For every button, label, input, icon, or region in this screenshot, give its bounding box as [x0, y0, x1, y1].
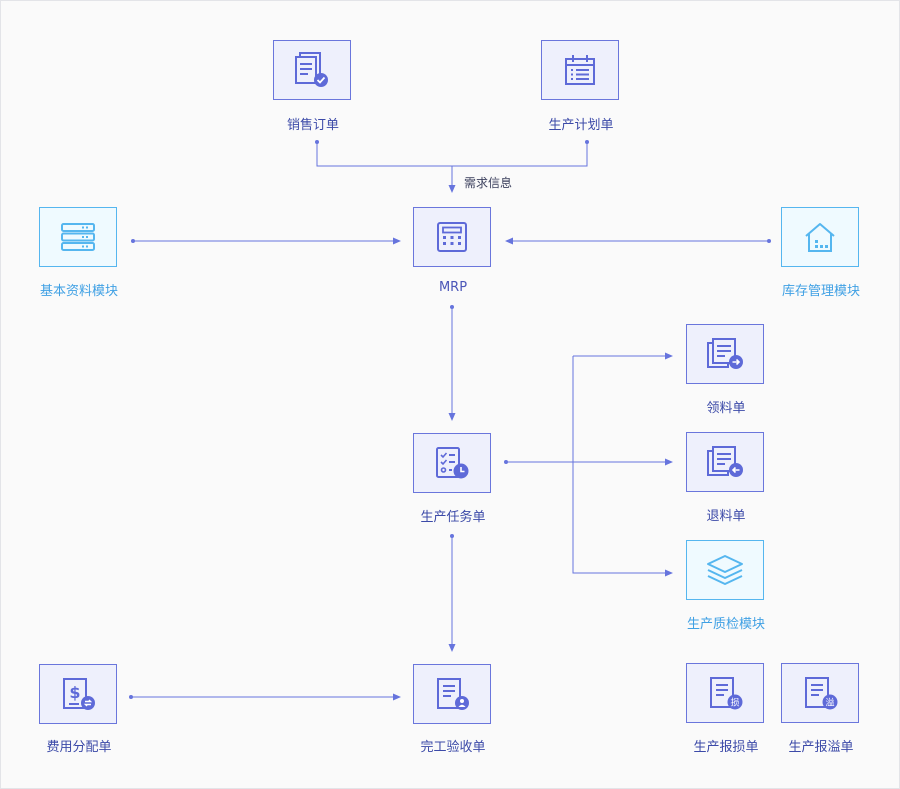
label-mrp: MRP	[438, 280, 468, 295]
label-basic-data: 基本资料模块	[39, 284, 118, 299]
label-cost-allocation: 费用分配单	[46, 740, 112, 755]
connector-start-dot	[131, 239, 135, 243]
badge-loss: 损	[730, 697, 739, 709]
label-sales-order: 销售订单	[286, 118, 339, 133]
edge-label-demand-info: 需求信息	[464, 176, 513, 190]
document-check-icon	[294, 51, 330, 89]
node-quality-inspection[interactable]	[686, 540, 764, 600]
label-material-return: 退料单	[706, 509, 746, 524]
node-material-requisition[interactable]	[686, 324, 764, 384]
label-production-plan: 生产计划单	[548, 118, 614, 133]
node-inventory[interactable]	[781, 207, 859, 267]
document-person-icon	[433, 676, 471, 712]
node-production-plan[interactable]	[541, 40, 619, 100]
calculator-icon	[435, 221, 469, 253]
node-mrp[interactable]	[413, 207, 491, 267]
node-material-return[interactable]	[686, 432, 764, 492]
connector-start-dot	[315, 140, 319, 144]
connector-start-dot	[450, 534, 454, 538]
node-cost-allocation[interactable]: $	[39, 664, 117, 724]
connector-sales-to-merge	[316, 142, 588, 167]
connector-start-dot	[450, 305, 454, 309]
document-forward-icon	[705, 337, 745, 371]
node-basic-data[interactable]	[39, 207, 117, 267]
document-overflow-icon: 溢	[801, 675, 839, 711]
svg-text:$: $	[69, 683, 80, 702]
node-sales-order[interactable]	[273, 40, 351, 100]
label-completion-acceptance: 完工验收单	[420, 740, 486, 755]
connector-start-dot	[504, 460, 508, 464]
node-production-task[interactable]	[413, 433, 491, 493]
node-production-loss[interactable]: 损	[686, 663, 764, 723]
document-loss-icon: 损	[706, 675, 744, 711]
server-stack-icon	[60, 222, 96, 252]
warehouse-house-icon	[803, 221, 837, 253]
checklist-clock-icon	[433, 445, 471, 481]
node-completion-acceptance[interactable]	[413, 664, 491, 724]
connector-start-dot	[585, 140, 589, 144]
label-production-task: 生产任务单	[420, 510, 486, 525]
layers-icon	[705, 553, 745, 587]
label-material-requisition: 领料单	[706, 401, 746, 416]
connector-start-dot	[129, 695, 133, 699]
connector-start-dot	[767, 239, 771, 243]
label-production-loss: 生产报损单	[693, 740, 759, 755]
label-production-overflow: 生产报溢单	[788, 740, 854, 755]
node-production-overflow[interactable]: 溢	[781, 663, 859, 723]
calendar-list-icon	[563, 53, 597, 87]
label-inventory: 库存管理模块	[781, 284, 860, 299]
document-back-icon	[705, 445, 745, 479]
label-quality-inspection: 生产质检模块	[686, 617, 765, 632]
dollar-document-icon: $	[59, 676, 97, 712]
connector-branch-quality	[572, 356, 673, 577]
badge-overflow: 溢	[825, 697, 834, 709]
